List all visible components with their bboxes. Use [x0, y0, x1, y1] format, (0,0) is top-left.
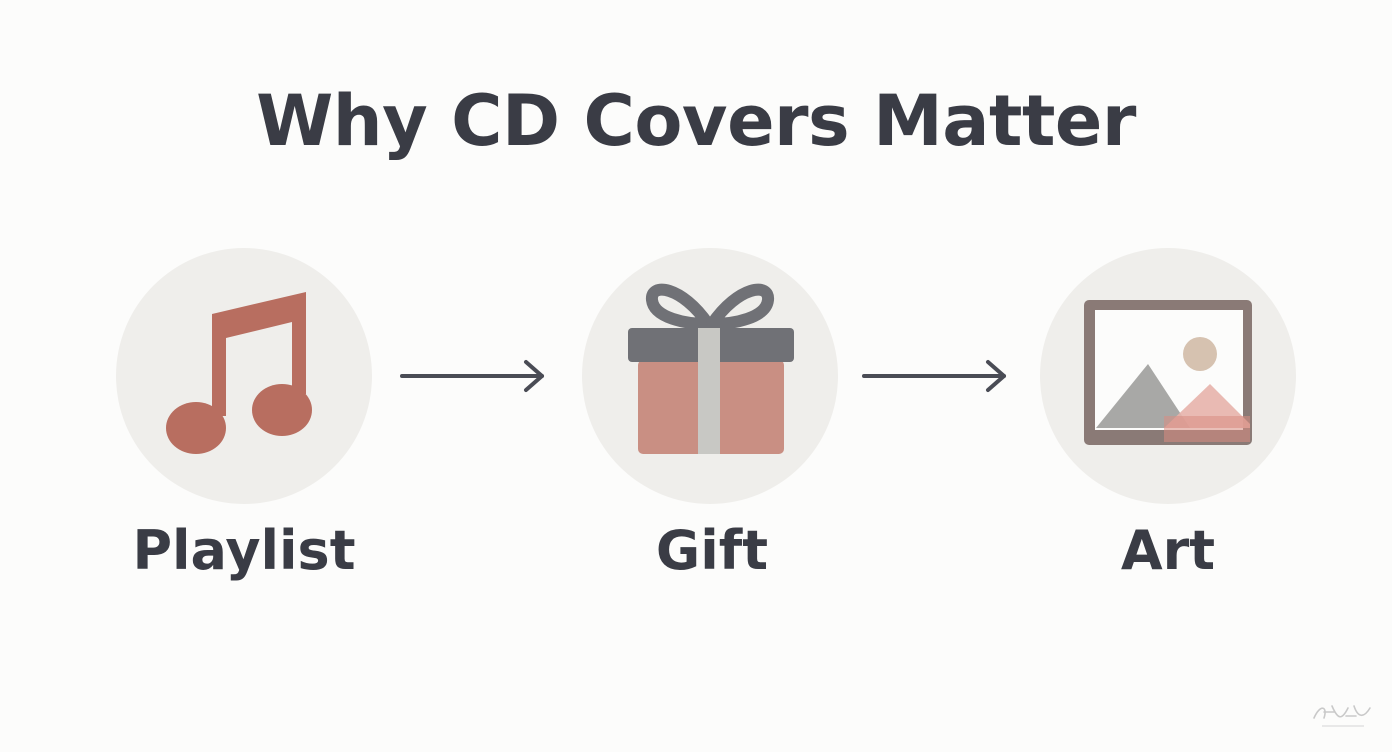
watermark-logo — [1308, 694, 1378, 734]
gift-box-icon — [628, 283, 794, 454]
arrow-right-icon — [398, 356, 548, 396]
arrow-right-icon — [860, 356, 1010, 396]
step-art-label: Art — [1120, 519, 1216, 582]
picture-frame-icon — [1084, 300, 1252, 445]
step-playlist-circle — [116, 248, 372, 504]
step-playlist-label: Playlist — [132, 519, 356, 582]
music-note-icon — [166, 292, 312, 454]
step-art-circle — [1040, 248, 1296, 504]
diagram-title: Why CD Covers Matter — [256, 80, 1136, 162]
step-gift-circle — [582, 248, 838, 504]
step-gift-label: Gift — [655, 519, 769, 582]
